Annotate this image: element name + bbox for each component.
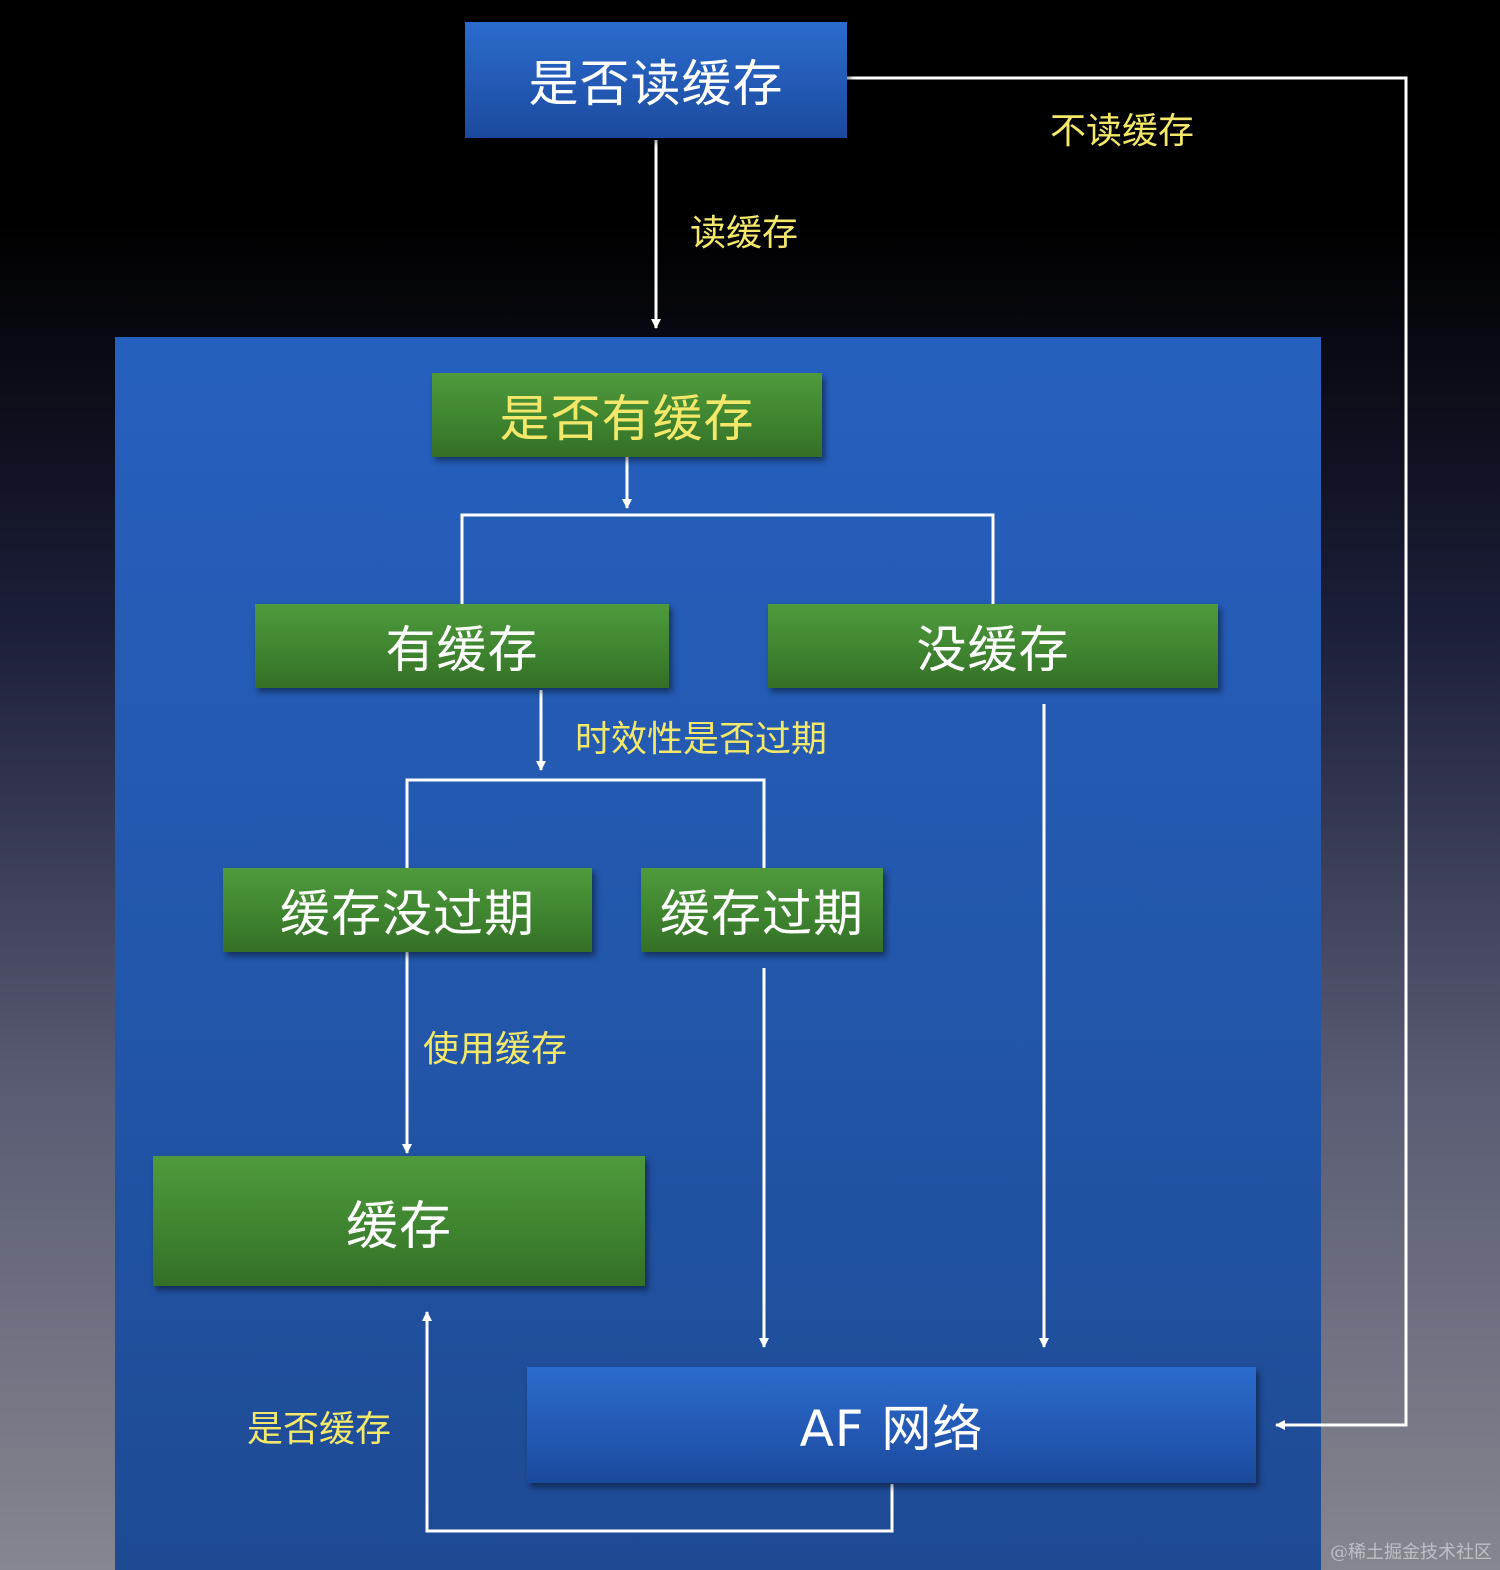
cache-logic-panel — [115, 337, 1321, 1570]
has-cache-box: 有缓存 — [255, 604, 669, 688]
af-network-label: AF 网络 — [799, 1400, 984, 1458]
read-cache-question-box: 是否读缓存 — [465, 22, 847, 138]
has-cache-question-label: 是否有缓存 — [499, 390, 755, 448]
read-cache-question-label: 是否读缓存 — [528, 55, 784, 113]
expiry-check-label: 时效性是否过期 — [575, 719, 828, 760]
has-cache-label: 有缓存 — [385, 621, 539, 679]
whether-cache-label: 是否缓存 — [247, 1409, 392, 1450]
use-cache-label: 使用缓存 — [423, 1029, 568, 1070]
no-cache-box: 没缓存 — [768, 604, 1218, 688]
cache-not-expired-box: 缓存没过期 — [223, 868, 592, 952]
cache-not-expired-label: 缓存没过期 — [280, 885, 535, 943]
no-cache-label: 没缓存 — [916, 621, 1070, 679]
branch-cache-exists — [460, 513, 995, 604]
cache-box: 缓存 — [153, 1156, 645, 1286]
branch-expiry — [405, 778, 766, 868]
has-cache-question-box: 是否有缓存 — [432, 373, 822, 457]
cache-expired-label: 缓存过期 — [660, 885, 864, 943]
af-network-box: AF 网络 — [527, 1367, 1256, 1483]
cache-expired-box: 缓存过期 — [641, 868, 883, 952]
arrow-no-read-cache — [846, 76, 1408, 1430]
watermark: @稀土掘金技术社区 — [1330, 1542, 1492, 1563]
cache-label: 缓存 — [345, 1196, 452, 1257]
no-read-cache-label: 不读缓存 — [1050, 111, 1195, 152]
read-cache-label: 读缓存 — [690, 213, 799, 254]
arrow-network-to-cache — [422, 1311, 894, 1533]
